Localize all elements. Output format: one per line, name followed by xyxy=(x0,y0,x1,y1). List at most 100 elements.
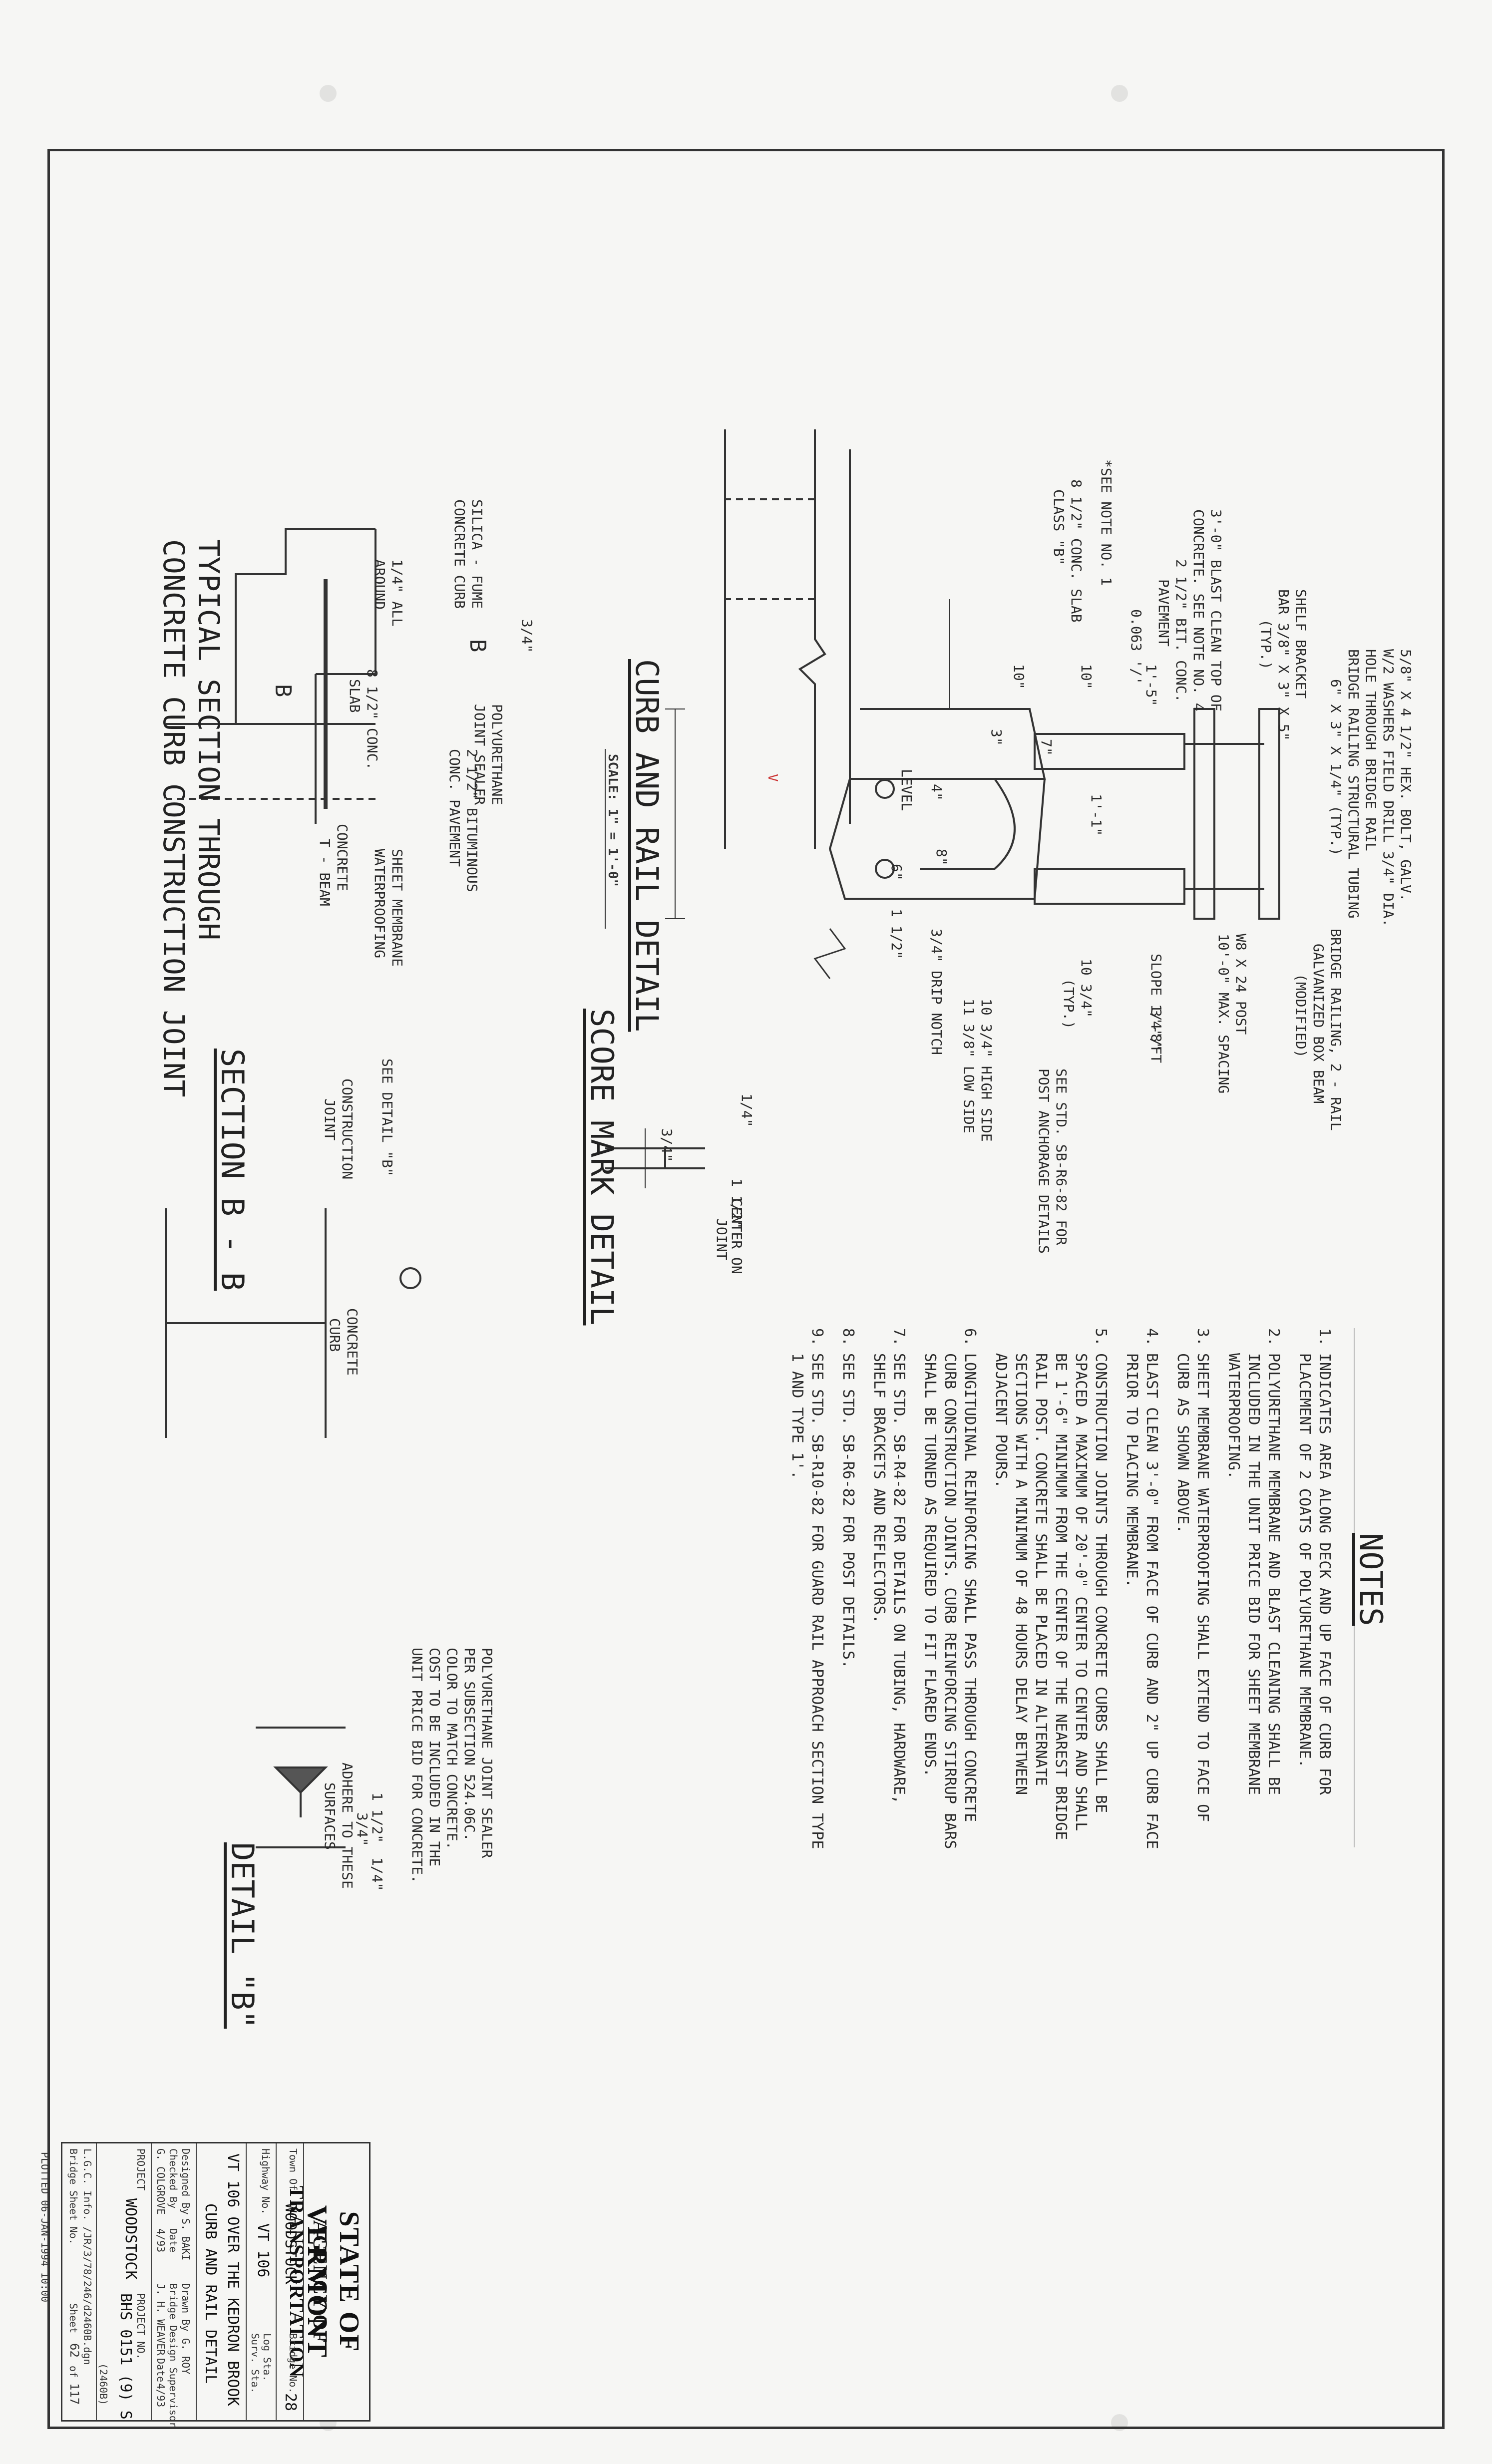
surv-sta-label: Surv. Sta. xyxy=(249,2333,261,2394)
curb-outline xyxy=(850,708,1046,780)
dim-detail-112: 1 1/2" xyxy=(369,1792,385,1843)
label-blast-1: 3'-0" BLAST CLEAN TOP OF xyxy=(1208,509,1224,711)
rotated-drawing: CURB AND RAIL DETAIL SCALE: 1" = 1'-0" 5… xyxy=(39,150,1444,2428)
divider xyxy=(151,2143,152,2420)
highway-value: VT 106 xyxy=(254,2223,272,2278)
note-number: 4. xyxy=(1143,1328,1160,1347)
note-text: CONSTRUCTION JOINTS THROUGH CONCRETE CUR… xyxy=(992,1353,1110,1840)
project-name: VT 106 OVER THE KEDRON BROOK xyxy=(224,2153,242,2406)
divider xyxy=(246,2143,247,2420)
note-item: 2.POLYURETHANE MEMBRANE AND BLAST CLEANI… xyxy=(1223,1328,1283,1857)
label-slab-2: CLASS "B" xyxy=(1051,489,1067,565)
handwritten-check-mark: V xyxy=(765,774,780,782)
joint-title-1: TYPICAL SECTION THROUGH xyxy=(192,539,226,941)
curb-rail-scale: SCALE: 1" = 1'-0" xyxy=(605,754,620,887)
notes-title: NOTES xyxy=(1353,1533,1389,1626)
sheet-number: 62 xyxy=(67,2343,81,2358)
note-item: 6.LONGITUDINAL REINFORCING SHALL PASS TH… xyxy=(920,1328,980,1857)
dim-line xyxy=(665,708,685,919)
label-silica-2: CONCRETE CURB xyxy=(451,499,468,609)
label-center-1: CENTER ON xyxy=(729,1198,745,1274)
anchor-nut xyxy=(875,859,895,879)
label-cc-1: CONCRETE xyxy=(344,1308,361,1376)
designed-label: Designed By xyxy=(180,2148,192,2215)
linework xyxy=(165,429,1355,1848)
label-slab-1: 8 1/2" CONC. SLAB xyxy=(1068,479,1085,623)
project-label: PROJECT xyxy=(135,2148,147,2191)
sheet-title: CURB AND RAIL DETAIL xyxy=(202,2203,219,2384)
note-item: 4.BLAST CLEAN 3'-0" FROM FACE OF CURB AN… xyxy=(1121,1328,1161,1857)
drawing-border xyxy=(47,149,1445,2429)
post-flange xyxy=(1034,868,1185,905)
note-number: 1. xyxy=(1316,1328,1333,1347)
label-hole: HOLE THROUGH BRIDGE RAIL xyxy=(1363,649,1379,851)
note-text: SHEET MEMBRANE WATERPROOFING SHALL EXTEN… xyxy=(1174,1353,1211,1822)
dim-3: 3" xyxy=(988,729,1005,746)
supervisor-date-label: Date xyxy=(155,2358,167,2383)
detail-b-note-5: UNIT PRICE BID FOR CONCRETE. xyxy=(409,1648,425,1884)
label-tubing: BRIDGE RAILING STRUCTURAL TUBING xyxy=(1345,649,1362,919)
label-bit-1: 2 1/2" BITUMINOUS xyxy=(464,749,480,892)
log-sta-label: Log Sta. xyxy=(261,2333,273,2382)
label-see-note: *SEE NOTE NO. 1 xyxy=(1098,459,1115,586)
label-center-2: JOINT xyxy=(714,1218,730,1261)
label-post-1: W8 X 24 POST xyxy=(1233,934,1249,1035)
section-bb-lines xyxy=(165,1208,327,1438)
anchor-nut xyxy=(875,779,895,799)
label-sheet-2: WATERPROOFING xyxy=(372,849,388,959)
label-bridge-2: GALVANIZED BOX BEAM xyxy=(1310,944,1327,1104)
date-value: 4/93 xyxy=(155,2228,167,2253)
note-item: 7. SEE STD. SB-R4-82 FOR DETAILS ON TUBIN… xyxy=(869,1328,909,1857)
dim-15: 1'-5" xyxy=(1143,664,1159,706)
label-joint-slab-2: SLAB xyxy=(347,679,363,713)
label-washers: W/2 WASHERS FIELD DRILL 3/4" DIA. xyxy=(1380,649,1397,927)
label-around-2: AROUND xyxy=(372,559,388,610)
plotted-stamp: PLOTTED 06-JAN-1994 10:00 xyxy=(39,2152,51,2303)
note-item: 8.SEE STD. SB-R6-82 FOR POST DETAILS. xyxy=(838,1328,858,1857)
of-label: of xyxy=(67,2366,79,2378)
project-value: WOODSTOCK xyxy=(122,2198,139,2280)
divider xyxy=(303,2143,304,2420)
detail-b-callout xyxy=(399,1267,421,1289)
joint-curb xyxy=(235,528,376,724)
label-see-detail: SEE DETAIL "B" xyxy=(379,1058,395,1177)
divider xyxy=(96,2143,97,2420)
note-number: 9. xyxy=(808,1328,826,1347)
label-b-2: B xyxy=(270,684,296,698)
label-b-1: B xyxy=(465,639,490,653)
detail-b-note-1: POLYURETHANE JOINT SEALER xyxy=(479,1648,495,1858)
project-no-label: PROJECT NO. xyxy=(135,2293,147,2360)
dim-typ: (TYP.) xyxy=(1061,979,1077,1030)
score-title: SCORE MARK DETAIL xyxy=(584,1009,620,1326)
note-item: 3.SHEET MEMBRANE WATERPROOFING SHALL EXT… xyxy=(1172,1328,1212,1857)
label-post-2: 10'-0" MAX. SPACING xyxy=(1215,934,1232,1094)
label-bridge-3: (MODIFIED) xyxy=(1293,974,1309,1058)
label-bit-2: CONC. PAVEMENT xyxy=(446,749,463,867)
label-shelf-3: (TYP.) xyxy=(1258,619,1274,670)
supervisor-date-value: 4/93 xyxy=(155,2383,167,2408)
drawn-label: Drawn By xyxy=(180,2283,192,2332)
checked-value: G. COLGROVE xyxy=(155,2148,167,2215)
label-sheet-1: SHEET MEMBRANE xyxy=(389,849,405,967)
note-number: 7. xyxy=(890,1328,908,1347)
label-high-2: 11 3/8" LOW SIDE xyxy=(961,999,977,1133)
label-silica-1: SILICA - FUME xyxy=(469,499,485,609)
break-line xyxy=(813,928,846,979)
dim-4: 4" xyxy=(928,784,945,801)
detail-b-note-4: COST TO BE INCLUDED IN THE xyxy=(426,1648,443,1867)
label-tbeam-1: CONCRETE xyxy=(334,824,351,891)
checked-label: Checked By xyxy=(167,2148,179,2209)
curb-face xyxy=(828,778,1046,900)
sealer-triangle xyxy=(273,1766,328,1794)
project-no-value: BHS 0151 (9) S xyxy=(117,2293,134,2420)
label-adhere-2: SURFACES xyxy=(322,1782,338,1850)
slab-top-line xyxy=(798,429,826,849)
label-cc-2: CURB xyxy=(327,1318,343,1352)
dim-joint-34: 3/4" xyxy=(519,619,535,653)
supervisor-value: J. H. WEAVER xyxy=(155,2283,167,2356)
note-text: SEE STD. SB-R4-82 FOR DETAILS ON TUBING,… xyxy=(870,1353,908,1804)
label-bolt: 5/8" X 4 1/2" HEX. BOLT, GALV. xyxy=(1398,649,1414,902)
joint-title-2: CONCRETE CURB CONSTRUCTION JOINT xyxy=(157,539,191,1097)
lgc-info: L.G.C. Info. /JR/3/78/246/d2460B.dgn xyxy=(81,2148,93,2365)
sheet-label: Sheet xyxy=(67,2303,79,2334)
